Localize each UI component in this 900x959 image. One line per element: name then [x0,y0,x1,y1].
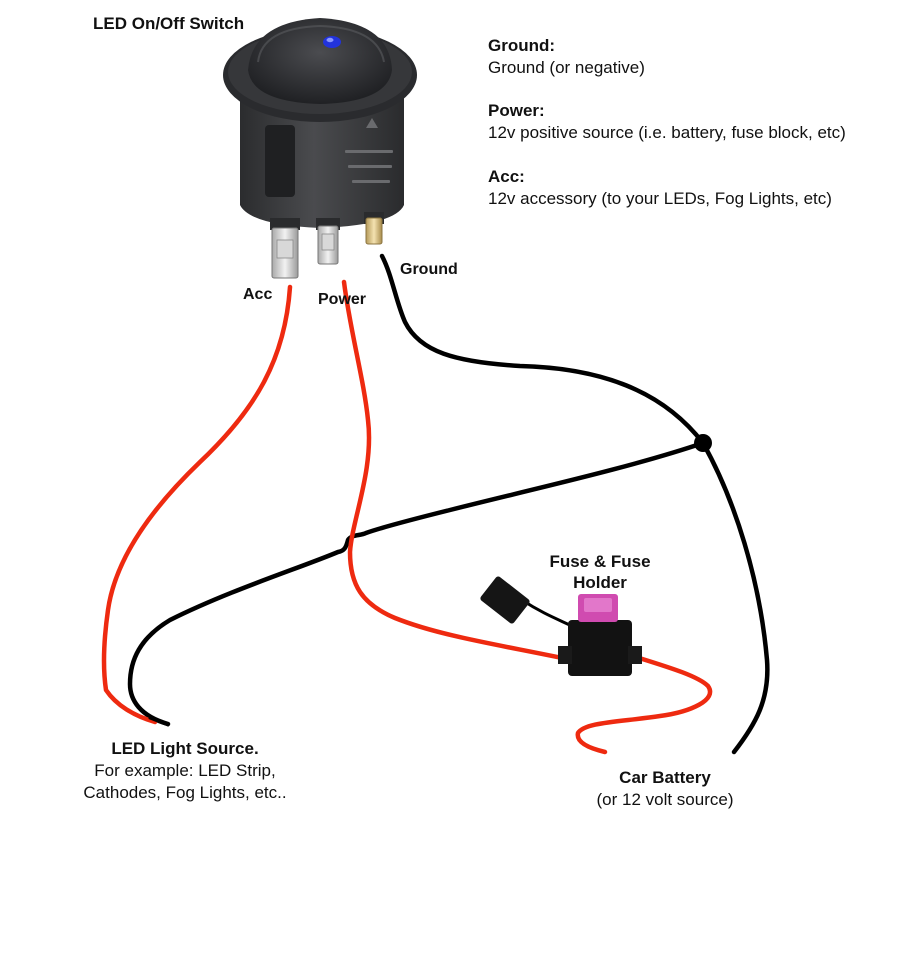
fuse-holder-cap [480,576,530,624]
wire-ground-battery [700,440,770,755]
wire-ground-led [127,440,706,727]
led-indicator-icon [323,36,341,48]
fuse-holder [480,576,642,676]
led-source-label: LED Light Source. For example: LED Strip… [40,738,330,804]
fuse-label-line1: Fuse & Fuse [549,552,651,571]
legend-acc: Acc: 12v accessory (to your LEDs, Fog Li… [488,166,888,210]
led-source-line1: For example: LED Strip, [94,761,276,780]
battery-label: Car Battery (or 12 volt source) [565,767,765,811]
legend-ground-desc: Ground (or negative) [488,58,645,77]
red-wires [101,279,713,755]
terminal-power-pin [316,218,340,265]
terminal-label-ground: Ground [400,261,458,278]
terminal-label-acc: Acc [243,286,273,303]
switch-title: LED On/Off Switch [93,14,245,33]
legend-ground: Ground: Ground (or negative) [488,35,888,79]
led-source-title: LED Light Source. [111,739,259,758]
legend-acc-term: Acc: [488,167,525,186]
wire-fuse-battery [575,654,713,755]
led-source-line2: Cathodes, Fog Lights, etc.. [83,783,287,802]
terminal-ground-pin [364,212,384,245]
black-wires [127,253,770,755]
terminal-acc-pin [270,218,300,279]
switch-rocker-cap [248,18,392,104]
fuse-label-line2: Holder [573,573,627,592]
legend-ground-term: Ground: [488,36,556,55]
fuse-holder-body [568,620,632,676]
battery-subtitle: (or 12 volt source) [596,790,734,809]
legend-power-desc: 12v positive source (i.e. battery, fuse … [488,123,846,142]
wire-ground-switch [379,253,706,446]
wire-power [341,279,565,661]
rocker-switch [223,18,417,279]
legend-power-term: Power: [488,101,545,120]
switch-side-tab [265,125,295,197]
legend-acc-desc: 12v accessory (to your LEDs, Fog Lights,… [488,189,832,208]
terminal-label-power: Power [318,291,367,308]
fuse-label: Fuse & Fuse Holder [528,551,672,593]
legend-power: Power: 12v positive source (i.e. battery… [488,100,888,144]
wire-acc [101,284,293,725]
battery-title: Car Battery [619,768,711,787]
wire-junction-dot [694,434,712,452]
switch-markings [345,118,393,183]
